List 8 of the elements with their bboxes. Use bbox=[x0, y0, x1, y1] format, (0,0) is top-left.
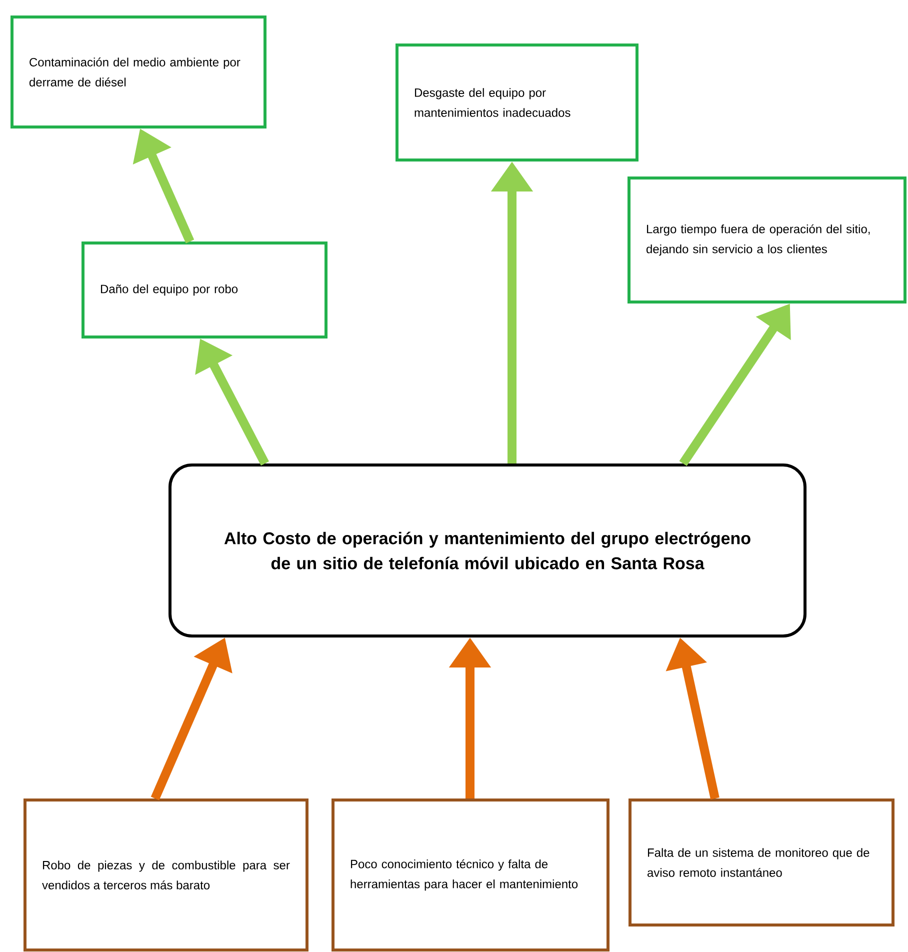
process-box: Robo de piezas y de combustible para ser vendidos a terceros más barato bbox=[24, 798, 308, 952]
problem-box: Alto Costo de operación y mantenimiento del grupo electrógeno de un sitio de telefonía móvil ubicado en Santa Rosa bbox=[168, 464, 806, 638]
process-box: Falta de un sistema de monitoreo que de aviso remoto instantáneo bbox=[628, 798, 894, 926]
process-box: Contaminación del medio ambiente por derrame de diésel bbox=[10, 16, 266, 128]
process-box: Desgaste del equipo por mantenimientos inadecuados bbox=[396, 44, 638, 162]
process-box: Daño del equipo por robo bbox=[82, 242, 328, 338]
process-box: Poco conocimiento técnico y falta de herramientas para hacer el mantenimiento bbox=[332, 798, 610, 952]
process-box: Largo tiempo fuera de operación del sitio, dejando sin servicio a los clientes bbox=[628, 176, 906, 304]
